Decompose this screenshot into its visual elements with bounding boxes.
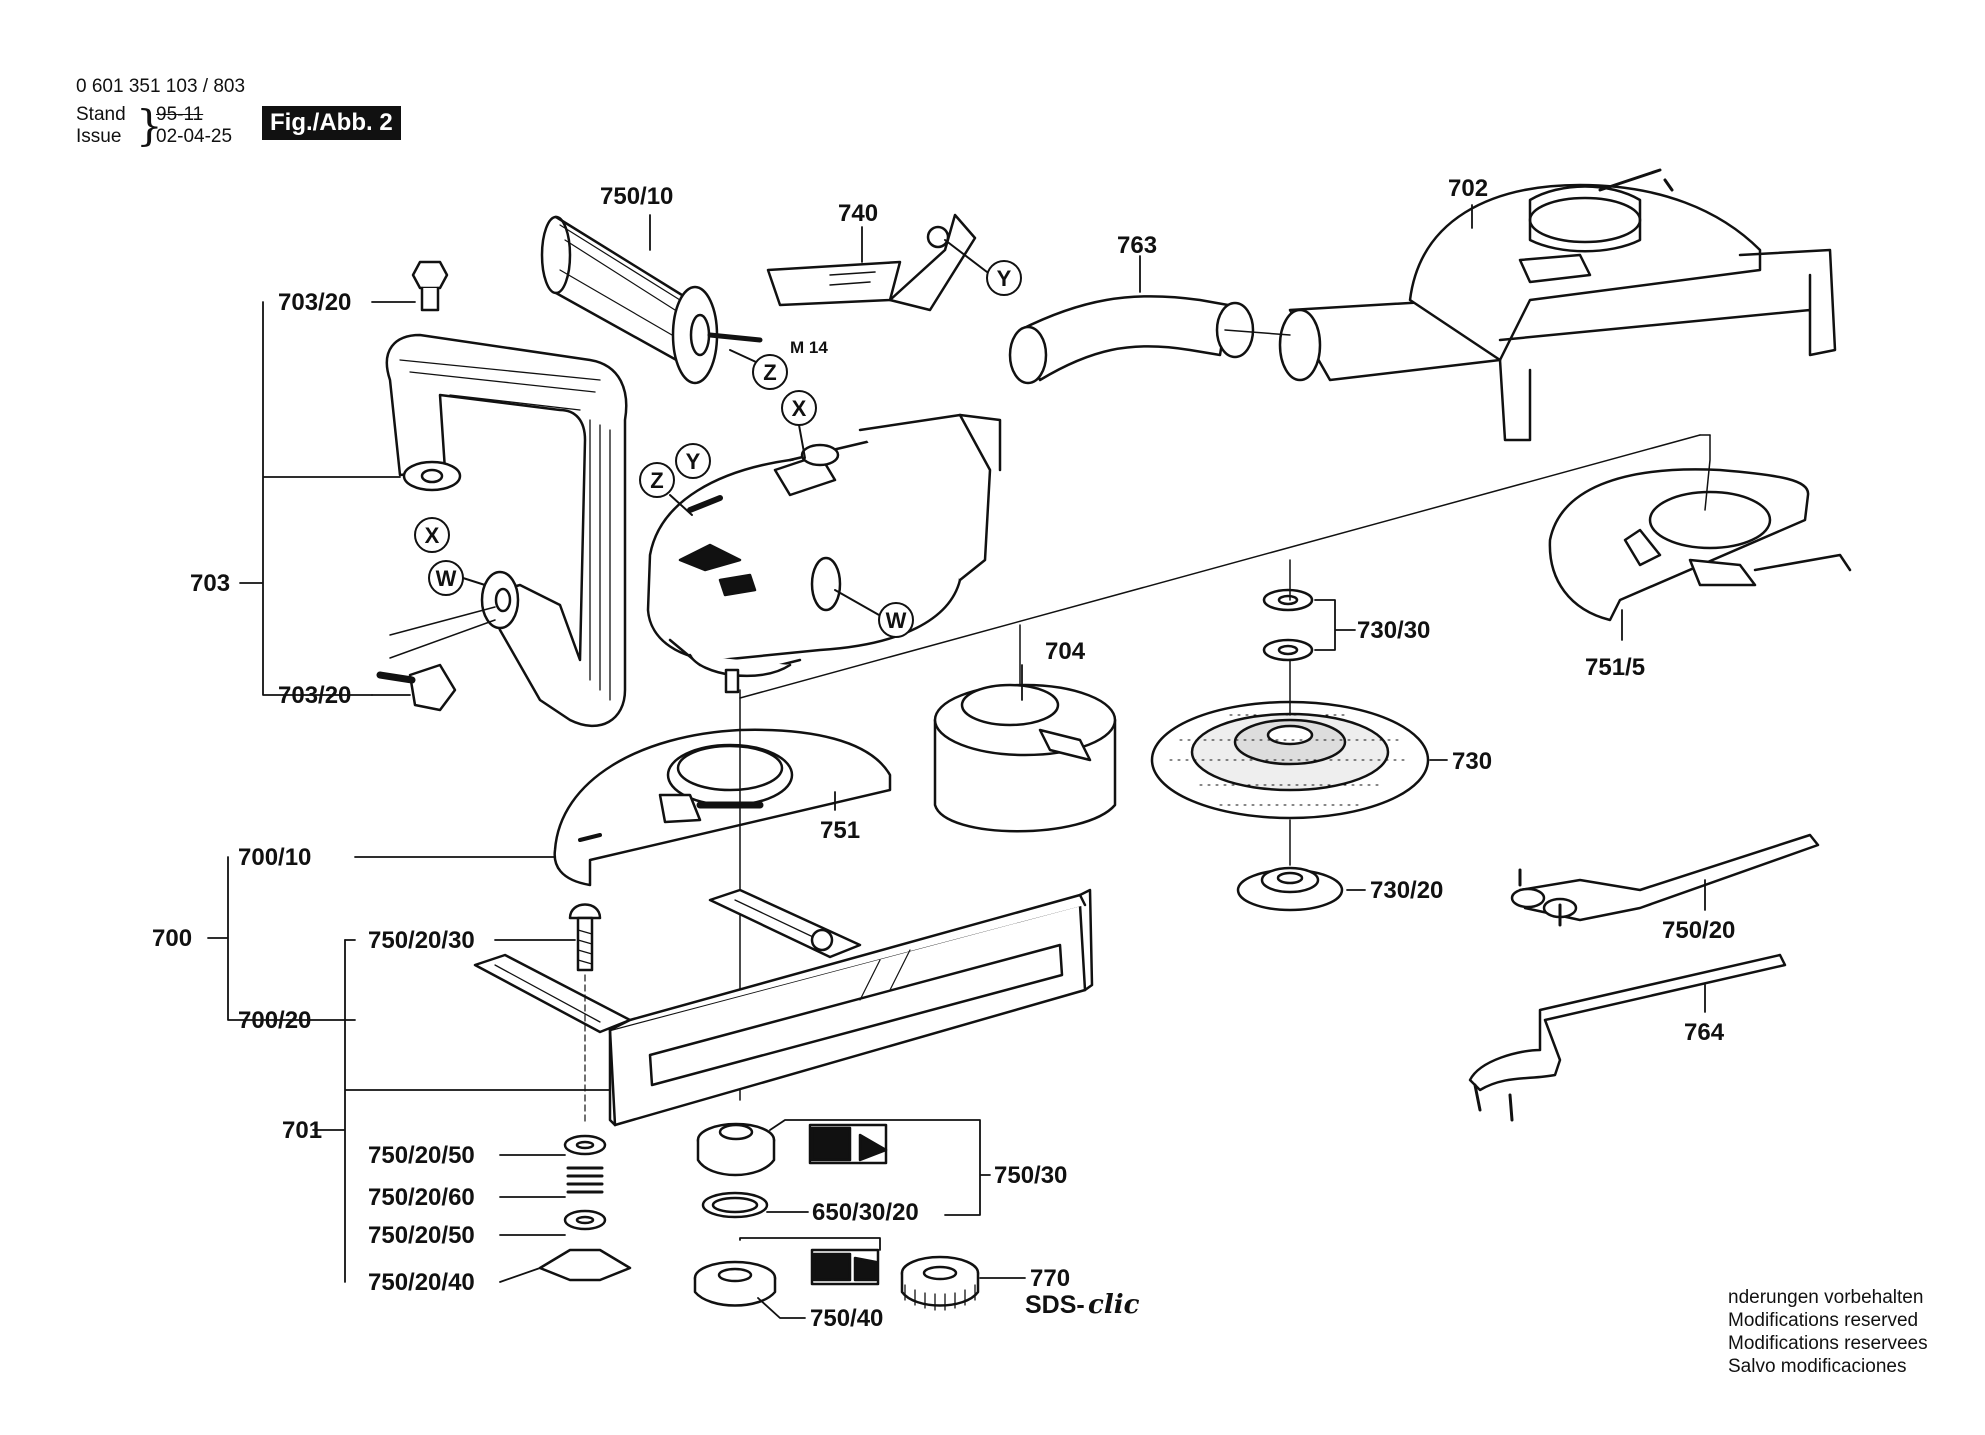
- stand-value: 95-11: [156, 104, 204, 125]
- hand-guard-drawing: [766, 213, 977, 312]
- svg-text:X: X: [792, 396, 807, 421]
- side-handle-drawing: [540, 215, 763, 385]
- modification-notes: nderungen vorbehalten Modifications rese…: [1728, 1286, 1928, 1378]
- label-750-20-60: 750/20/60: [368, 1184, 475, 1211]
- note-line: Salvo modificaciones: [1728, 1356, 1907, 1377]
- face-spanner-drawing: [1510, 833, 1820, 927]
- pin-spanner-drawing: [1468, 953, 1787, 1122]
- marker-x-body: X: [781, 390, 817, 459]
- label-764: 764: [1684, 1019, 1725, 1046]
- label-730-30: 730/30: [1357, 617, 1430, 644]
- marker-w-bow: W: [428, 560, 486, 596]
- label-703-20-bottom: 703/20: [278, 682, 351, 709]
- issue-label: Issue: [76, 126, 122, 147]
- brace-glyph: }: [136, 101, 163, 150]
- marker-y-hand-guard: Y: [944, 239, 1022, 296]
- label-700: 700: [152, 925, 192, 952]
- grinder-body-drawing: [646, 413, 1002, 694]
- svg-text:Y: Y: [686, 449, 701, 474]
- cutting-guide-drawing: [473, 888, 1094, 1127]
- grinding-disc-drawing: [1150, 700, 1430, 820]
- clamping-flange-drawing: [696, 1122, 888, 1219]
- dust-cup-drawing: [933, 683, 1117, 833]
- note-line: nderungen vorbehalten: [1728, 1287, 1924, 1308]
- label-751: 751: [820, 817, 860, 844]
- label-740: 740: [838, 200, 878, 227]
- svg-text:W: W: [436, 566, 457, 591]
- note-line: Modifications reservees: [1728, 1333, 1928, 1354]
- clamping-nuts-drawing: [693, 1248, 980, 1311]
- label-702: 702: [1448, 175, 1488, 202]
- label-650-30-20: 650/30/20: [812, 1199, 919, 1226]
- sds-label: SDS-: [1025, 1291, 1085, 1319]
- label-704: 704: [1045, 638, 1086, 665]
- svg-text:W: W: [886, 608, 907, 633]
- label-750-10: 750/10: [600, 183, 673, 210]
- label-750-20-30: 750/20/30: [368, 927, 475, 954]
- note-line: Modifications reserved: [1728, 1310, 1919, 1331]
- issue-value: 02-04-25: [156, 126, 233, 147]
- clic-label: clic: [1088, 1290, 1140, 1320]
- label-750-40: 750/40: [810, 1305, 883, 1332]
- extraction-hood-drawing: [1278, 168, 1837, 442]
- screw-stack-drawing: [538, 903, 632, 1282]
- svg-text:Z: Z: [763, 360, 776, 385]
- leader-lines: [207, 204, 1706, 1319]
- label-m14: M 14: [790, 338, 828, 357]
- label-703: 703: [190, 570, 230, 597]
- marker-w-body: W: [834, 589, 914, 638]
- label-700-10: 700/10: [238, 844, 311, 871]
- label-750-20-40: 750/20/40: [368, 1269, 475, 1296]
- marker-y-body: Y: [675, 443, 711, 479]
- stand-label: Stand: [76, 104, 126, 125]
- svg-text:X: X: [425, 523, 440, 548]
- label-750-20: 750/20: [1662, 917, 1735, 944]
- label-730: 730: [1452, 748, 1492, 775]
- bow-handle-drawing: [376, 260, 628, 728]
- marker-x-bow: X: [414, 517, 450, 553]
- wheel-guard-751-5-drawing: [1548, 468, 1852, 622]
- label-730-20: 730/20: [1370, 877, 1443, 904]
- label-750-20-50-top: 750/20/50: [368, 1142, 475, 1169]
- svg-text:Z: Z: [650, 468, 663, 493]
- marker-z-body: Z: [639, 462, 693, 516]
- label-703-20-top: 703/20: [278, 289, 351, 316]
- label-701: 701: [282, 1117, 322, 1144]
- backing-flange-drawing: [1236, 866, 1344, 912]
- marker-z-handle: Z: [729, 349, 788, 390]
- label-700-20: 700/20: [238, 1007, 311, 1034]
- dust-hose-drawing: [1008, 295, 1255, 385]
- washers-drawing: [1262, 588, 1314, 662]
- label-750-30: 750/30: [994, 1162, 1067, 1189]
- label-751-5: 751/5: [1585, 654, 1645, 681]
- label-770: 770: [1030, 1265, 1070, 1292]
- document-number: 0 601 351 103 / 803: [76, 76, 246, 97]
- label-750-20-50-bottom: 750/20/50: [368, 1222, 475, 1249]
- svg-text:Y: Y: [997, 266, 1012, 291]
- wheel-guard-drawing: [553, 728, 892, 887]
- label-763: 763: [1117, 232, 1157, 259]
- figure-tag: Fig./Abb. 2: [262, 106, 401, 140]
